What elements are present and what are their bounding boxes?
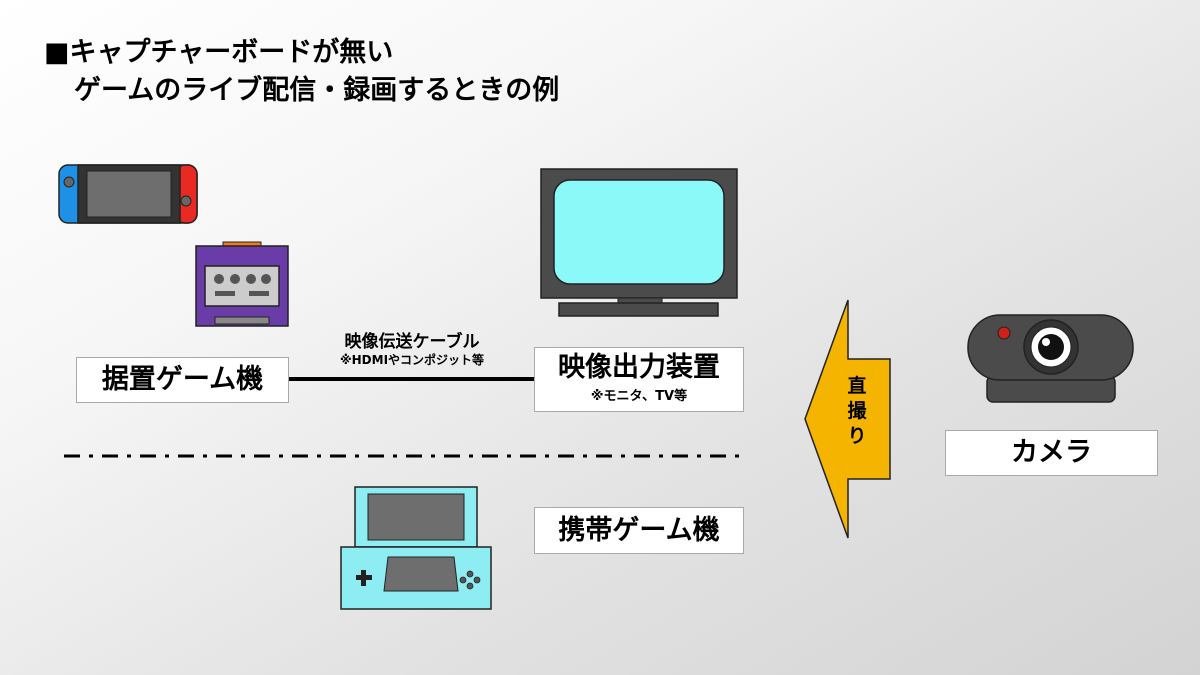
switch-console-icon xyxy=(58,164,198,224)
webcam-icon xyxy=(967,314,1134,403)
camera-label: カメラ xyxy=(1011,437,1092,468)
cable-label-main: 映像伝送ケーブル xyxy=(344,332,480,352)
video-output-note: ※モニタ、TV等 xyxy=(590,389,688,404)
section-divider xyxy=(64,454,740,458)
video-output-box: 映像出力装置 ※モニタ、TV等 xyxy=(534,347,744,412)
handheld-console-icon xyxy=(340,486,492,610)
handheld-console-box: 携帯ゲーム機 xyxy=(534,507,744,554)
title-line-2: ゲームのライブ配信・録画するときの例 xyxy=(74,75,560,106)
cable-label: 映像伝送ケーブル ※HDMIやコンポジット等 xyxy=(292,331,532,367)
arrow-char-1: 直 xyxy=(847,375,867,397)
cable-label-note: ※HDMIやコンポジット等 xyxy=(339,353,485,367)
handheld-console-label: 携帯ゲーム機 xyxy=(558,515,720,546)
monitor-icon xyxy=(540,168,738,317)
video-output-label: 映像出力装置 xyxy=(558,352,720,383)
stationary-console-label: 据置ゲーム機 xyxy=(101,364,264,395)
title-line-1: ■キャプチャーボードが無い xyxy=(44,37,394,68)
direct-shooting-label: 直 撮 り xyxy=(842,374,872,449)
stationary-console-box: 据置ゲーム機 xyxy=(76,357,289,403)
gamecube-console-icon xyxy=(195,241,289,327)
arrow-char-2: 撮 xyxy=(847,400,867,422)
diagram-title: ■キャプチャーボードが無い ゲームのライブ配信・録画するときの例 xyxy=(44,34,559,110)
arrow-char-3: り xyxy=(847,425,867,447)
video-cable-line xyxy=(288,377,536,381)
direct-shooting-arrow xyxy=(804,299,891,539)
camera-box: カメラ xyxy=(945,430,1158,476)
